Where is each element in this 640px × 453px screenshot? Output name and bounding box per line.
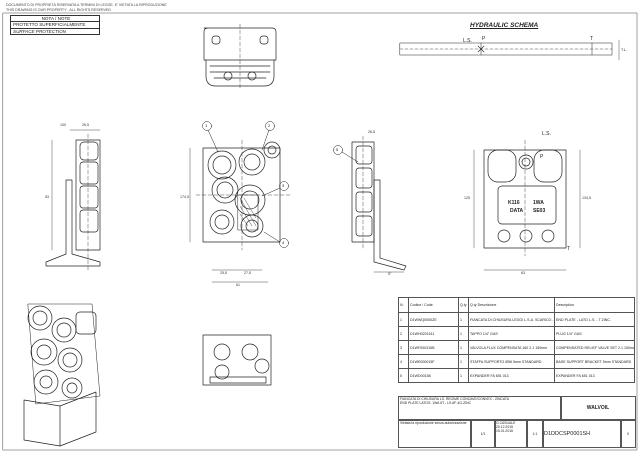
sheet-border <box>2 12 638 451</box>
note-title: NOTA / NOTE <box>11 16 99 23</box>
bom-cell: 2 <box>398 326 409 341</box>
bom-cell: D1WH0201511 <box>408 326 459 341</box>
code-1wa: 1WA <box>533 200 544 206</box>
surface-note-box: NOTA / NOTE PROTETTO SUPERFICIALMENTE SU… <box>10 15 100 36</box>
dim-side-top: 100 <box>60 123 66 127</box>
rear-view <box>473 139 581 271</box>
schema-ls-label: L.S. <box>463 38 472 44</box>
front-view <box>189 139 291 283</box>
bom-header: Description <box>554 297 635 313</box>
balloon-3: 3 <box>282 183 285 188</box>
title-scale: 1:1 <box>526 420 544 448</box>
data-label: DATA <box>510 208 524 214</box>
bom-header-row: N. Codice / Code Q.ty Q.ty Descrizione D… <box>398 297 635 313</box>
bom-cell: 3 <box>398 340 409 355</box>
code-k116: K116 <box>508 200 520 206</box>
bottom-view <box>202 334 272 386</box>
table-row: 1 D1WWQ0050ZE 1 FIANCATA DI CHIUSURA LEG… <box>398 312 635 327</box>
title-desc-2: END PLATE LATOS. 1WA 6T - LS-6F-4G-ZINC <box>400 401 472 405</box>
dim-side-width: 26,5 <box>82 123 89 127</box>
title-drawn: G.CASUALE <box>496 421 516 425</box>
bom-cell: 1 <box>458 340 469 355</box>
dim-rear-width: 63 <box>521 271 525 275</box>
bom-cell: 1 <box>398 312 409 327</box>
bom-cell: END PLATE - LATO L.S. - T ZINC. <box>554 312 635 327</box>
company-logo: WALVOIL <box>560 396 636 420</box>
note-line-2: SURFACE PROTECTION <box>13 28 67 34</box>
balloons <box>202 121 359 248</box>
bom-cell: PLUG 1/4" GAS <box>554 326 635 341</box>
bom-cell: 1 <box>458 354 469 369</box>
right-side-view <box>351 135 407 273</box>
balloon-1: 1 <box>205 123 208 128</box>
top-view <box>203 23 277 91</box>
bom-header: N. <box>398 297 409 313</box>
dim-rear-height-right: 134,5 <box>582 196 591 200</box>
bom-cell: BASE SUPPORT BRACKET 5mm STANDARD <box>554 354 635 369</box>
title-date-1: 20.12.2015 <box>496 425 513 429</box>
hydraulic-schema <box>399 39 620 61</box>
bom-header: Q.ty Descrizione <box>468 297 555 313</box>
dim-angle: 5° <box>388 272 392 276</box>
dim-front-total: 61 <box>236 283 240 287</box>
title-date-2: 15.01.2016 <box>496 429 513 433</box>
bom-cell: TAPPO 1/4" GAS <box>468 326 555 341</box>
table-row: 4 D1WE000015F 1 STAFFA SUPPORTO Ø56 5mm … <box>398 354 635 369</box>
table-row: 5 D1WD00158 1 EXPANDER FA 651 013 EXPAND… <box>398 368 635 383</box>
rear-ls-label: L.S. <box>542 131 551 137</box>
bom-cell: D1WD00158 <box>408 368 459 383</box>
balloon-5: 5 <box>336 147 339 152</box>
schema-t-label: T <box>590 36 594 42</box>
bom-cell: VALVOLA FLUX COMPENSATA 160 2.1 150mm <box>468 340 555 355</box>
title-code: D1DDCSP0001SH <box>542 420 622 448</box>
schema-p-label: P <box>482 36 486 42</box>
bom-cell: D1WF000316B <box>408 340 459 355</box>
bom-cell: 4 <box>398 354 409 369</box>
header-line-2: THIS DRAWING IS OUR PROPERTY - ALL RIGHT… <box>6 8 111 12</box>
table-row: 2 D1WH0201511 1 TAPPO 1/4" GAS PLUG 1/4"… <box>398 326 635 341</box>
schema-tank-label: T.L. <box>621 48 627 52</box>
bom-cell: FIANCATA DI CHIUSURA LEGGI L.S.A. SCARIC… <box>468 312 555 327</box>
left-side-view <box>45 129 101 271</box>
title-sheet: 1/1 <box>470 420 496 448</box>
bom-header: Codice / Code <box>408 297 459 313</box>
table-row: 3 D1WF000316B 1 VALVOLA FLUX COMPENSATA … <box>398 340 635 355</box>
bom-cell: EXPANDER FA 651 013 <box>468 368 555 383</box>
balloon-2: 2 <box>268 123 271 128</box>
rear-p-label: P <box>540 154 544 160</box>
title-desc-1: FIANCATA DI CHIUSURA LS. REGIME CONCAVE/… <box>400 397 509 401</box>
title-drawn-block: G.CASUALE 20.12.2015 15.01.2016 <box>494 420 528 448</box>
title-note: Vietata la riproduzione senza autorizzaz… <box>398 420 472 448</box>
bom-cell: 5 <box>398 368 409 383</box>
bom-cell: D1WE000015F <box>408 354 459 369</box>
dim-rear-height: 125 <box>464 196 470 200</box>
isometric-view <box>23 303 101 447</box>
bom-cell: EXPANDER FA 651 013 <box>554 368 635 383</box>
bom-cell: 1 <box>458 368 469 383</box>
bom-cell: 1 <box>458 326 469 341</box>
hydraulic-schema-title: HYDRAULIC SCHEMA <box>470 22 539 29</box>
bom-cell: STAFFA SUPPORTO Ø56 5mm STANDARD <box>468 354 555 369</box>
title-description: FIANCATA DI CHIUSURA LS. REGIME CONCAVE/… <box>398 396 562 420</box>
bill-of-materials: N. Codice / Code Q.ty Q.ty Descrizione D… <box>398 297 635 383</box>
bom-cell: 1 <box>458 312 469 327</box>
dim-side-height: 53 <box>45 195 49 199</box>
note-line-1: PROTETTO SUPERFICIALMENTE <box>11 22 99 29</box>
balloon-4: 4 <box>282 240 285 245</box>
title-revision: 0 <box>620 420 636 448</box>
code-se03: SE03 <box>533 208 546 214</box>
header-line-1: DOCUMENTO DI PROPRIETÀ RISERVATA A TERMI… <box>6 3 167 7</box>
dim-side-width-right: 26,5 <box>368 130 375 134</box>
bom-header: Q.ty <box>458 297 469 313</box>
rear-t-label: T <box>567 246 571 252</box>
dim-front-bottom-1: 25,5 <box>220 271 227 275</box>
dim-front-bottom-2: 27,5 <box>244 271 251 275</box>
bom-cell: D1WWQ0050ZE <box>408 312 459 327</box>
dim-front-height: 174,5 <box>180 195 189 199</box>
bom-cell: COMPENSATED RELIEF VALVE SET 2.1 150mm <box>554 340 635 355</box>
